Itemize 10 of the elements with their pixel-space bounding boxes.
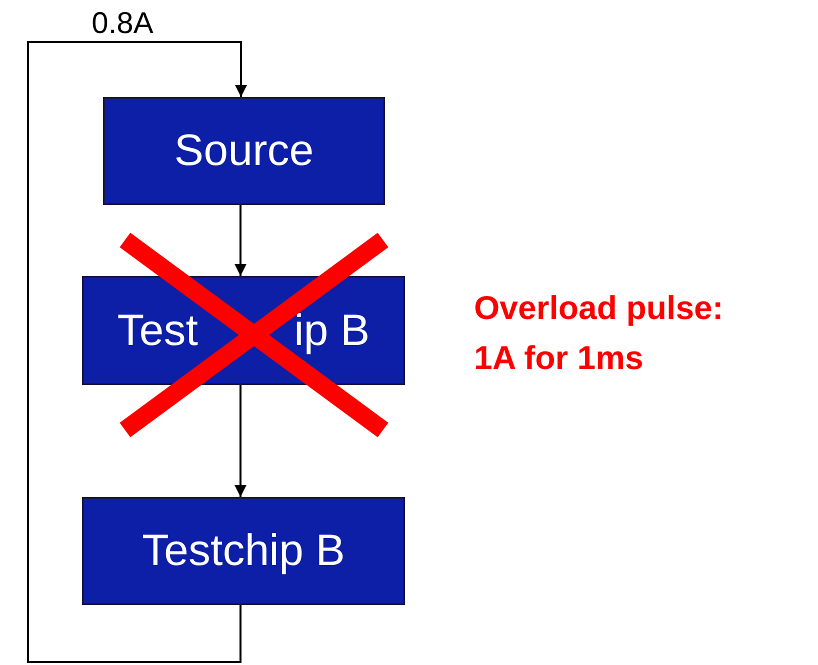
box-label: Testchip B xyxy=(142,526,345,576)
process-box xyxy=(82,497,405,605)
arrow xyxy=(27,41,247,663)
box-label: Source xyxy=(174,126,314,176)
arrow xyxy=(234,385,246,497)
arrow xyxy=(234,205,246,276)
box-label: Test xyxy=(117,306,198,356)
box-label: ip B xyxy=(294,306,370,356)
note-text: Overload pulse: 1A for 1ms xyxy=(474,288,724,378)
process-box xyxy=(103,97,385,205)
